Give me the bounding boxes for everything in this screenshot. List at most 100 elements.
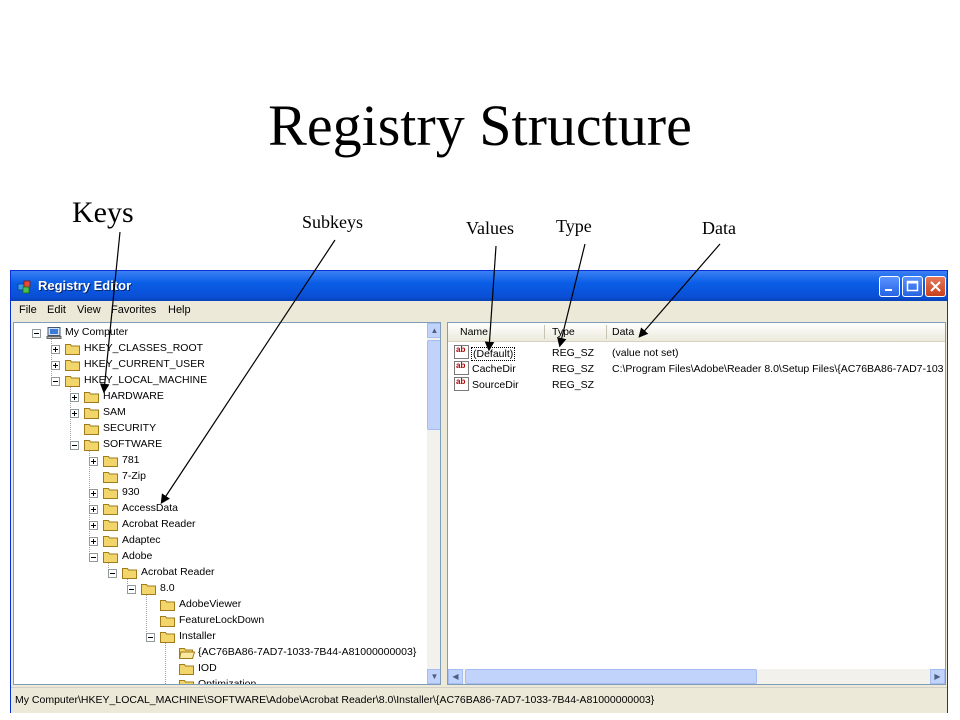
- tree-item-label: Optimization: [198, 678, 257, 685]
- registry-editor-icon: [17, 280, 31, 294]
- expand-plus-icon[interactable]: [89, 521, 98, 530]
- tree-item-label: Adaptec: [122, 534, 161, 546]
- computer-icon: [46, 327, 62, 339]
- folder-icon: [103, 503, 119, 515]
- collapse-minus-icon[interactable]: [51, 377, 60, 386]
- folder-icon: [84, 391, 100, 403]
- menu-help[interactable]: Help: [168, 304, 191, 316]
- list-scroll-thumb[interactable]: [465, 669, 757, 684]
- value-data: (value not set): [612, 347, 679, 359]
- menu-edit[interactable]: Edit: [47, 304, 66, 316]
- subkeys-callout: Subkeys: [302, 212, 364, 232]
- list-row[interactable]: ab CacheDir REG_SZ C:\Program Files\Adob…: [448, 361, 945, 377]
- expand-plus-icon[interactable]: [89, 457, 98, 466]
- scroll-left-arrow-icon[interactable]: ◀: [448, 669, 463, 684]
- tree-item-label: AccessData: [122, 502, 179, 514]
- menu-file[interactable]: File: [19, 304, 37, 316]
- tree-item-label: IOD: [198, 662, 217, 674]
- close-button[interactable]: [925, 276, 946, 297]
- expand-plus-icon[interactable]: [89, 505, 98, 514]
- open-folder-icon: [178, 647, 196, 659]
- list-row[interactable]: ab (Default) REG_SZ (value not set): [448, 345, 945, 361]
- collapse-minus-icon[interactable]: [32, 329, 41, 338]
- menu-bar: File Edit View Favorites Help: [11, 301, 947, 321]
- tree-scroll-thumb[interactable]: [427, 340, 440, 430]
- expand-plus-icon[interactable]: [70, 409, 79, 418]
- status-bar: My Computer\HKEY_LOCAL_MACHINE\SOFTWARE\…: [11, 687, 947, 713]
- folder-icon: [160, 631, 176, 643]
- tree-item-label: My Computer: [65, 326, 129, 338]
- column-divider[interactable]: [544, 325, 545, 339]
- slide-title: Registry Structure: [268, 93, 692, 158]
- column-header-name[interactable]: Name: [460, 326, 489, 338]
- menu-view[interactable]: View: [77, 304, 101, 316]
- tree-item-label: {AC76BA86-7AD7-1033-7B44-A81000000003}: [198, 646, 417, 658]
- tree-item-label: 781: [122, 454, 140, 466]
- collapse-minus-icon[interactable]: [89, 553, 98, 562]
- folder-icon: [160, 599, 176, 611]
- values-callout: Values: [466, 218, 514, 238]
- value-name: CacheDir: [472, 363, 516, 375]
- expand-plus-icon[interactable]: [89, 537, 98, 546]
- maximize-button[interactable]: [902, 276, 923, 297]
- title-bar[interactable]: Registry Editor: [11, 271, 947, 301]
- tree-item-label: 7-Zip: [122, 470, 146, 482]
- folder-icon: [103, 471, 119, 483]
- value-data: C:\Program Files\Adobe\Reader 8.0\Setup …: [612, 363, 944, 375]
- folder-icon: [65, 343, 81, 355]
- folder-icon: [103, 487, 119, 499]
- collapse-minus-icon[interactable]: [70, 441, 79, 450]
- folder-icon: [84, 439, 100, 451]
- value-type: REG_SZ: [552, 347, 595, 359]
- expand-plus-icon[interactable]: [51, 361, 60, 370]
- expand-plus-icon[interactable]: [51, 345, 60, 354]
- folder-icon: [65, 359, 81, 371]
- value-type: REG_SZ: [552, 363, 595, 375]
- maximize-icon: [906, 280, 919, 292]
- string-value-icon: ab: [454, 361, 469, 375]
- scroll-down-arrow-icon[interactable]: ▼: [427, 669, 440, 684]
- window-title: Registry Editor: [38, 278, 132, 293]
- tree-item-label: Acrobat Reader: [141, 566, 215, 578]
- column-header-type[interactable]: Type: [552, 326, 575, 338]
- folder-icon: [141, 583, 157, 595]
- tree-item-label: 8.0: [160, 582, 175, 594]
- tree-item-label: Installer: [179, 630, 216, 642]
- tree-item-label: HKEY_LOCAL_MACHINE: [84, 374, 208, 386]
- expand-plus-icon[interactable]: [70, 393, 79, 402]
- folder-icon: [103, 535, 119, 547]
- tree-item-label: HKEY_CURRENT_USER: [84, 358, 205, 370]
- values-list-pane[interactable]: Name Type Data ab (Default) REG_SZ (valu…: [447, 322, 946, 685]
- list-row[interactable]: ab SourceDir REG_SZ: [448, 377, 945, 393]
- string-value-icon: ab: [454, 377, 469, 391]
- folder-icon: [179, 679, 195, 684]
- tree-item-label: HARDWARE: [103, 390, 164, 402]
- collapse-minus-icon[interactable]: [108, 569, 117, 578]
- collapse-minus-icon[interactable]: [127, 585, 136, 594]
- folder-icon: [65, 375, 81, 387]
- tree-item-label: HKEY_CLASSES_ROOT: [84, 342, 204, 354]
- tree-vertical-scrollbar[interactable]: ▲ ▼: [427, 323, 440, 684]
- registry-editor-window: Registry Editor File Edit View Favorites…: [10, 270, 948, 713]
- scroll-up-arrow-icon[interactable]: ▲: [427, 323, 440, 338]
- folder-icon: [84, 407, 100, 419]
- data-callout: Data: [702, 218, 736, 238]
- tree-item-label: 930: [122, 486, 140, 498]
- list-horizontal-scrollbar[interactable]: ◀ ▶: [448, 669, 945, 684]
- list-header: Name Type Data: [448, 323, 945, 342]
- minimize-button[interactable]: [879, 276, 900, 297]
- menu-favorites[interactable]: Favorites: [111, 304, 157, 316]
- keys-callout: Keys: [72, 196, 134, 229]
- folder-icon: [122, 567, 138, 579]
- minimize-icon: [885, 289, 892, 291]
- close-icon: [930, 281, 941, 292]
- expand-plus-icon[interactable]: [89, 489, 98, 498]
- tree-item-label: FeatureLockDown: [179, 614, 265, 626]
- folder-icon: [103, 455, 119, 467]
- scroll-right-arrow-icon[interactable]: ▶: [930, 669, 945, 684]
- collapse-minus-icon[interactable]: [146, 633, 155, 642]
- column-header-data[interactable]: Data: [612, 326, 635, 338]
- column-divider[interactable]: [606, 325, 607, 339]
- tree-item-label: SECURITY: [103, 422, 157, 434]
